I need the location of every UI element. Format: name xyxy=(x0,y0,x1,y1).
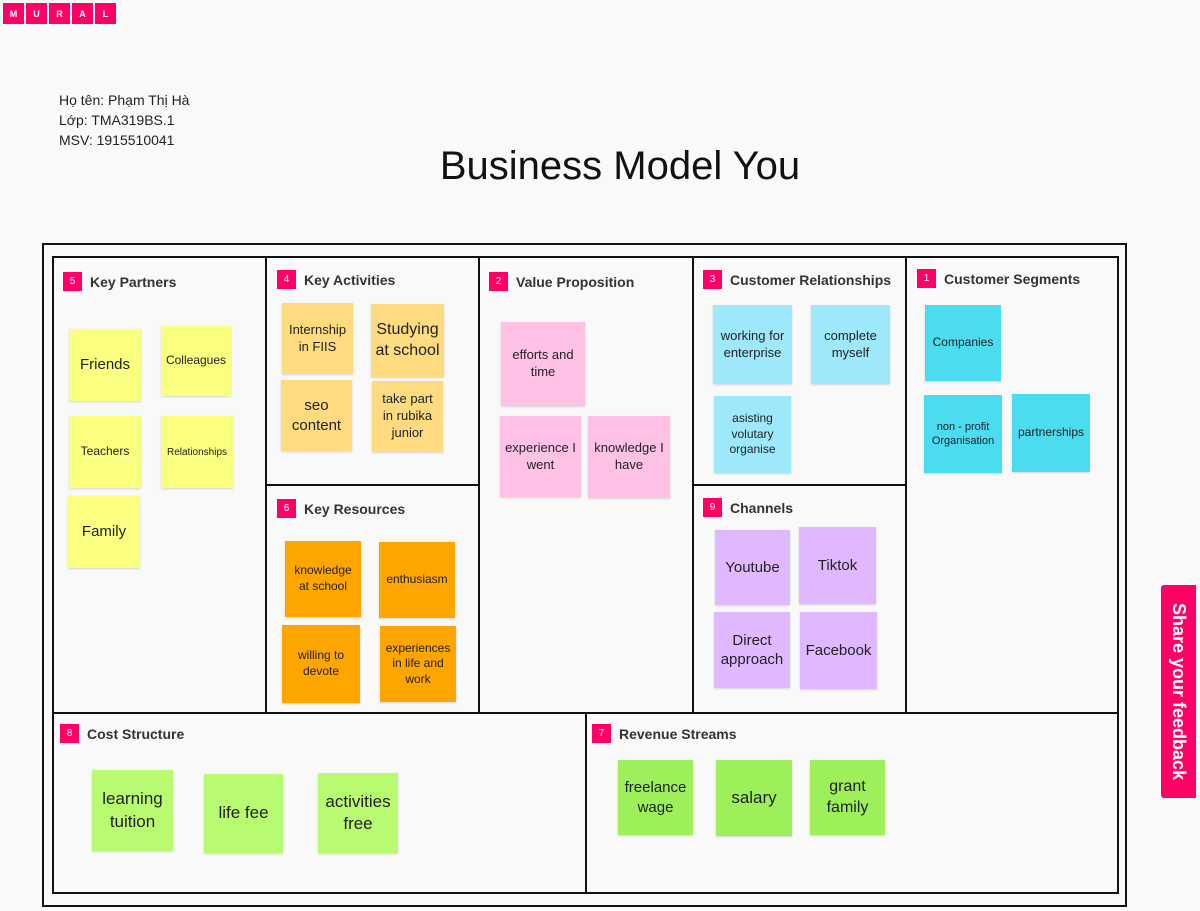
section-title: Channels xyxy=(730,499,794,516)
sticky-note[interactable]: asisting volutary organise xyxy=(714,396,791,473)
section-number: 4 xyxy=(277,270,296,289)
section-number: 3 xyxy=(703,270,722,289)
sticky-note[interactable]: learning tuition xyxy=(92,770,173,851)
section-number: 2 xyxy=(489,272,508,291)
mural-logo[interactable]: M U R A L xyxy=(3,3,116,24)
sticky-note[interactable]: enthusiasm xyxy=(379,542,455,618)
sticky-note[interactable]: Facebook xyxy=(800,612,877,689)
sticky-note[interactable]: Youtube xyxy=(715,530,790,605)
sticky-note[interactable]: freelance wage xyxy=(618,760,693,835)
sticky-note[interactable]: Tiktok xyxy=(799,527,876,604)
sticky-note[interactable]: willing to devote xyxy=(282,625,360,703)
sticky-note[interactable]: non - profit Organisation xyxy=(924,395,1002,473)
sticky-note[interactable]: complete myself xyxy=(811,305,890,384)
section-header: 8 Cost Structure xyxy=(60,724,184,743)
sticky-note[interactable]: knowledge at school xyxy=(285,541,361,617)
section-number: 1 xyxy=(917,269,936,288)
section-header: 5 Key Partners xyxy=(63,272,176,291)
section-header: 2 Value Proposition xyxy=(489,272,634,291)
sticky-note[interactable]: Family xyxy=(68,496,140,568)
sticky-note[interactable]: Colleagues xyxy=(161,326,231,396)
student-name: Họ tên: Phạm Thị Hà xyxy=(59,92,190,108)
logo-letter: M xyxy=(3,3,24,24)
section-header: 6 Key Resources xyxy=(277,499,405,518)
section-title: Key Partners xyxy=(90,273,177,290)
sticky-note[interactable]: activities free xyxy=(318,773,398,853)
student-id: MSV: 1915510041 xyxy=(59,132,175,148)
sticky-note[interactable]: take part in rubika junior xyxy=(372,381,443,452)
section-revenue-streams xyxy=(585,712,1119,894)
logo-letter: L xyxy=(95,3,116,24)
sticky-note[interactable]: life fee xyxy=(204,774,283,853)
sticky-note[interactable]: knowledge I have xyxy=(588,416,670,498)
section-number: 6 xyxy=(277,499,296,518)
logo-letter: R xyxy=(49,3,70,24)
section-number: 7 xyxy=(592,724,611,743)
sticky-note[interactable]: experience I went xyxy=(500,416,581,497)
logo-letter: A xyxy=(72,3,93,24)
canvas-frame xyxy=(42,243,1127,907)
sticky-note[interactable]: partnerships xyxy=(1012,394,1090,472)
section-title: Key Resources xyxy=(304,500,406,517)
section-header: 3 Customer Relationships xyxy=(703,270,891,289)
sticky-note[interactable]: Companies xyxy=(925,305,1001,381)
section-title: Customer Segments xyxy=(944,270,1081,287)
section-title: Revenue Streams xyxy=(619,725,737,742)
section-title: Cost Structure xyxy=(87,725,185,742)
share-feedback-button[interactable]: Share your feedback xyxy=(1161,585,1196,798)
student-class: Lớp: TMA319BS.1 xyxy=(59,112,175,128)
section-number: 5 xyxy=(63,272,82,291)
section-header: 7 Revenue Streams xyxy=(592,724,737,743)
section-header: 9 Channels xyxy=(703,498,793,517)
sticky-note[interactable]: Relationships xyxy=(161,416,233,488)
section-header: 4 Key Activities xyxy=(277,270,395,289)
sticky-note[interactable]: experiences in life and work xyxy=(380,626,456,702)
sticky-note[interactable]: grant family xyxy=(810,760,885,835)
section-title: Value Proposition xyxy=(516,273,635,290)
sticky-note[interactable]: seo content xyxy=(281,380,352,451)
sticky-note[interactable]: Internship in FIIS xyxy=(282,303,353,374)
section-number: 9 xyxy=(703,498,722,517)
sticky-note[interactable]: Studying at school xyxy=(371,304,444,377)
logo-letter: U xyxy=(26,3,47,24)
sticky-note[interactable]: Teachers xyxy=(69,416,141,488)
section-number: 8 xyxy=(60,724,79,743)
sticky-note[interactable]: Direct approach xyxy=(714,612,790,688)
section-header: 1 Customer Segments xyxy=(917,269,1080,288)
sticky-note[interactable]: working for enterprise xyxy=(713,305,792,384)
student-info: Họ tên: Phạm Thị Hà Lớp: TMA319BS.1 MSV:… xyxy=(59,90,189,150)
section-title: Customer Relationships xyxy=(730,271,892,288)
sticky-note[interactable]: Friends xyxy=(69,329,141,401)
sticky-note[interactable]: salary xyxy=(716,760,792,836)
sticky-note[interactable]: efforts and time xyxy=(501,322,585,406)
section-title: Key Activities xyxy=(304,271,396,288)
board-title: Business Model You xyxy=(439,144,801,188)
